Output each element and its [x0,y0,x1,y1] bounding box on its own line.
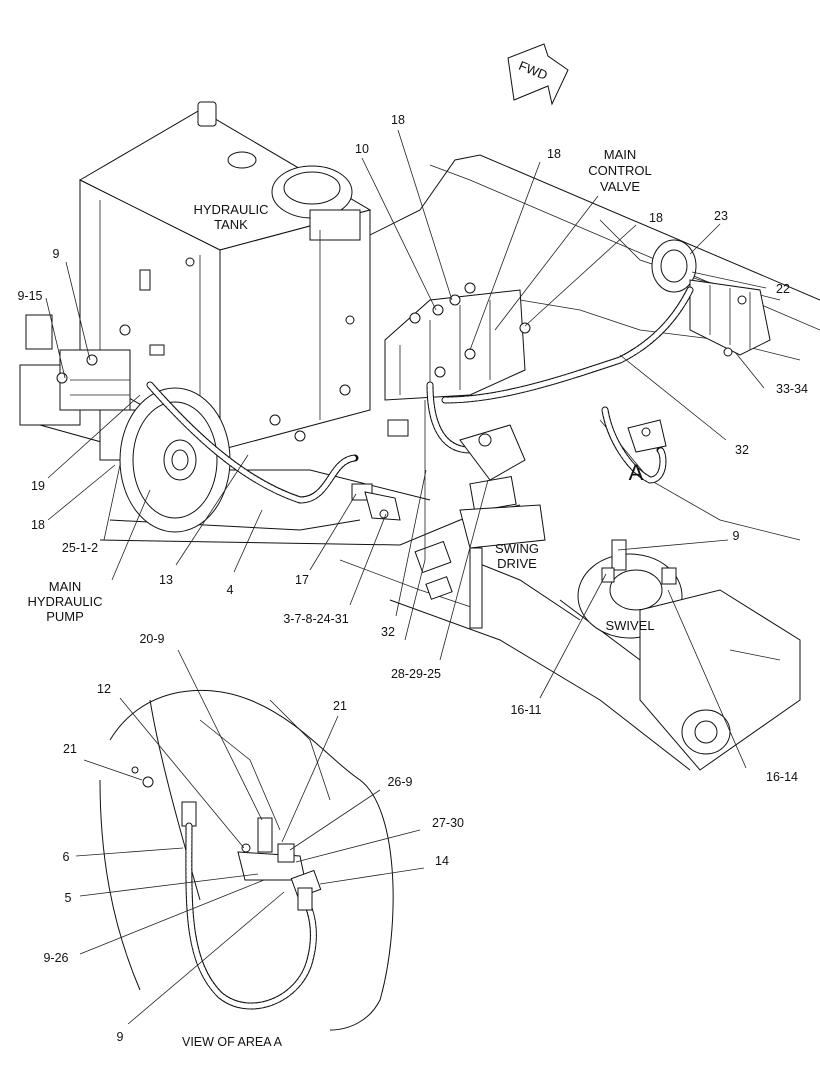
callout-19: 19 [31,479,45,493]
callout-3-7-8-24-31: 3-7-8-24-31 [283,612,348,626]
callout-18-valve: 18 [547,147,561,161]
callout-16-14: 16-14 [766,770,798,784]
callout-9-15: 9-15 [17,289,42,303]
hydraulic-hoses [146,286,694,641]
main-control-valve [384,282,531,401]
callout-27-30: 27-30 [432,816,464,830]
callouts: 18 10 18 18 23 22 9 9-15 33-34 32 19 18 … [17,113,808,1044]
fitting-block [351,483,401,521]
callout-9-26: 9-26 [43,951,68,965]
swivel [577,539,683,639]
area-a-valve [627,419,667,453]
hydraulic-tank [78,101,372,451]
callout-9-swivel: 9 [733,529,740,543]
callout-18-right: 18 [649,211,663,225]
leader-lines [45,129,767,1025]
callout-32-right: 32 [735,443,749,457]
callout-26-9: 26-9 [387,775,412,789]
callout-25-1-2: 25-1-2 [62,541,98,555]
callout-6: 6 [63,850,70,864]
callout-23: 23 [714,209,728,223]
callout-28-29-25: 28-29-25 [391,667,441,681]
main-control-valve-label-line2: CONTROL [588,163,652,178]
swing-drive-label-line2: DRIVE [497,556,537,571]
view-caption: VIEW OF AREA A [182,1035,283,1049]
callout-33-34: 33-34 [776,382,808,396]
right-valve-bank [651,239,771,357]
callout-22: 22 [776,282,790,296]
callout-18-pump: 18 [31,518,45,532]
callout-13: 13 [159,573,173,587]
callout-18-top: 18 [391,113,405,127]
callout-17: 17 [295,573,309,587]
callout-12: 12 [97,682,111,696]
callout-32-center: 32 [381,625,395,639]
callout-9-pump: 9 [53,247,60,261]
callout-14: 14 [435,854,449,868]
area-a-marker: A [629,460,644,485]
main-hydraulic-pump-label-line1: MAIN [49,579,82,594]
callout-20-9: 20-9 [139,632,164,646]
swivel-label: SWIVEL [605,618,654,633]
callout-21-left: 21 [63,742,77,756]
main-control-valve-label-line3: VALVE [600,179,640,194]
hydraulic-tank-label-line1: HYDRAULIC [193,202,268,217]
forward-arrow-icon: FWD [507,43,569,106]
area-a-view [99,689,394,1031]
swing-drive [459,424,546,629]
main-control-valve-label-line1: MAIN [604,147,637,162]
callout-10: 10 [355,142,369,156]
hydraulic-tank-label-line2: TANK [214,217,248,232]
callout-4: 4 [227,583,234,597]
boom-foot [639,589,801,771]
main-hydraulic-pump-label-line3: PUMP [46,609,84,624]
callout-16-11: 16-11 [510,703,541,717]
main-hydraulic-pump-label-line2: HYDRAULIC [27,594,102,609]
callout-5: 5 [65,891,72,905]
callout-9-view: 9 [117,1030,124,1044]
swing-drive-label-line1: SWING [495,541,539,556]
callout-21-right: 21 [333,699,347,713]
